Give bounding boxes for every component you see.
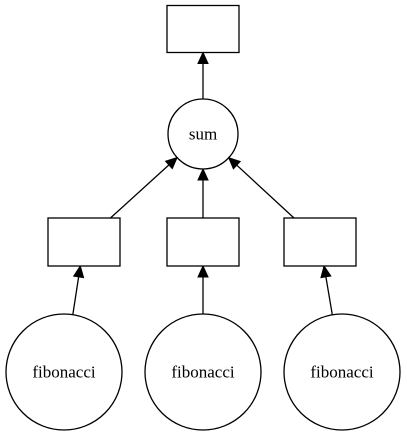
node-box <box>166 217 240 267</box>
edge-line <box>72 276 80 315</box>
node-circle <box>283 313 401 431</box>
edge-data-middle-to-sum <box>197 167 209 218</box>
edge-fib-right-to-data-right <box>320 264 333 315</box>
edge-data-left-to-sum <box>110 156 178 219</box>
arrowhead-icon <box>227 156 242 170</box>
node-label: fibonacci <box>310 363 374 382</box>
edge-sum-to-result <box>197 51 209 99</box>
node-data-middle <box>166 217 240 267</box>
arrowhead-icon <box>197 167 209 181</box>
node-label: sum <box>189 125 217 144</box>
edge-fib-left-to-data-left <box>72 264 85 315</box>
edge-line <box>110 164 170 219</box>
node-circle <box>144 313 262 431</box>
node-box <box>283 217 357 267</box>
arrowhead-icon <box>164 156 178 170</box>
node-label: fibonacci <box>32 363 96 382</box>
node-box <box>166 4 240 54</box>
node-fib-left: fibonacci <box>5 313 123 431</box>
node-data-left <box>47 217 121 267</box>
edge-data-right-to-sum <box>227 156 295 219</box>
node-label: fibonacci <box>171 363 235 382</box>
node-circle <box>167 98 239 170</box>
node-box <box>47 217 121 267</box>
arrowhead-icon <box>72 264 85 279</box>
edge-fib-middle-to-data-middle <box>197 264 209 314</box>
node-fib-right: fibonacci <box>283 313 401 431</box>
node-sum: sum <box>167 98 239 170</box>
edge-line <box>325 276 333 315</box>
node-circle <box>5 313 123 431</box>
arrowhead-icon <box>197 264 209 278</box>
nodes-layer: sum fibonacci fibonacci fibonacci <box>5 4 401 431</box>
edges-layer <box>72 51 333 315</box>
node-fib-middle: fibonacci <box>144 313 262 431</box>
edge-line <box>236 164 295 219</box>
node-data-right <box>283 217 357 267</box>
node-result <box>166 4 240 54</box>
arrowhead-icon <box>320 264 332 279</box>
arrowhead-icon <box>197 51 209 64</box>
